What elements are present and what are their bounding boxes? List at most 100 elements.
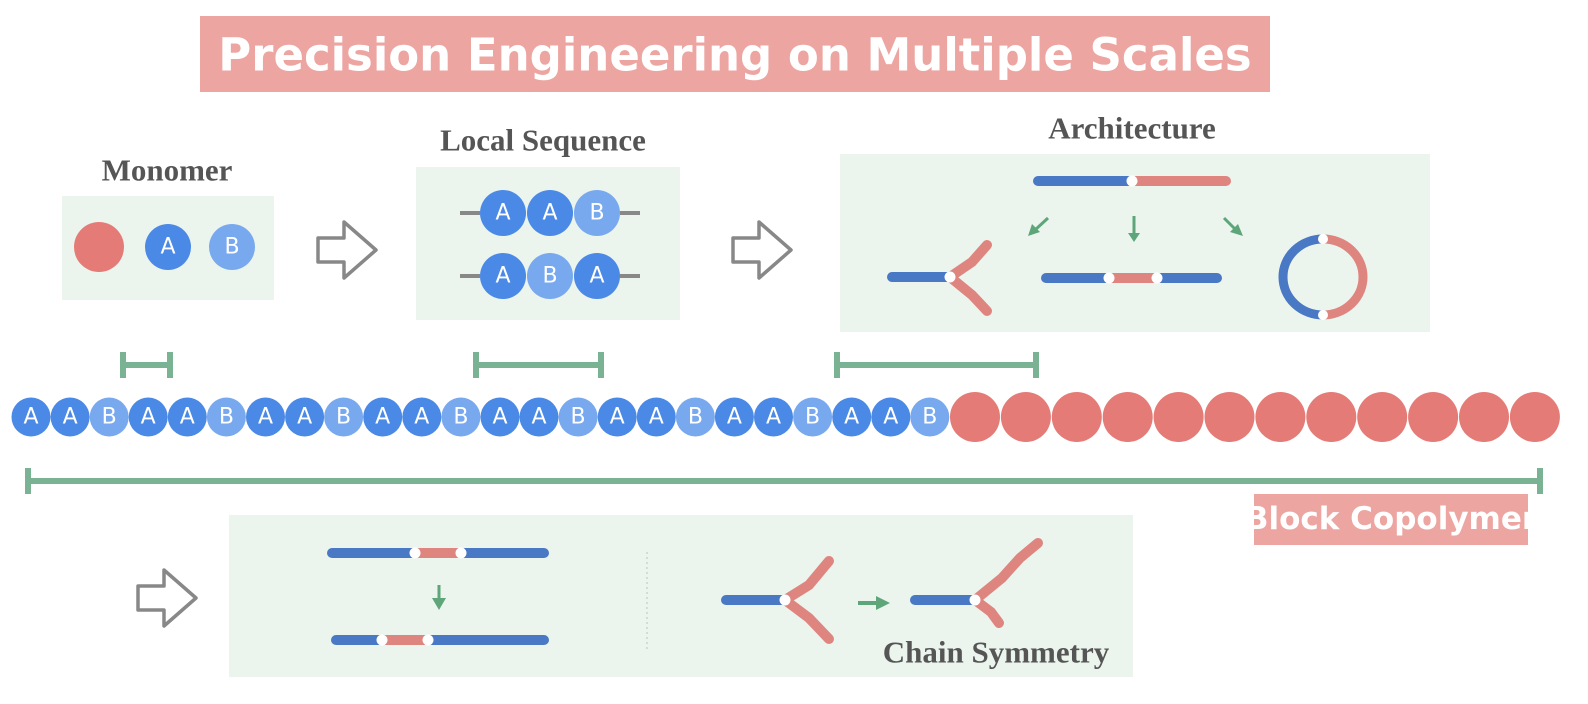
monomer-heading: Monomer — [102, 153, 233, 188]
chain-bead-b — [793, 397, 833, 437]
chain-bead-a — [597, 397, 637, 437]
chain-bead-a — [167, 397, 207, 437]
chain-bead-label: A — [63, 405, 78, 430]
chain-bead-a — [636, 397, 676, 437]
sequence-bead-label: A — [542, 201, 557, 226]
architecture-heading: Architecture — [1048, 111, 1216, 146]
architecture-section: Architecture — [840, 111, 1430, 332]
sequence-bead-label: A — [495, 201, 510, 226]
monomer-section: Monomer A B — [62, 153, 274, 300]
sequence-bead — [527, 253, 573, 299]
title-text: Precision Engineering on Multiple Scales — [218, 29, 1251, 82]
chain-bead-a — [285, 397, 325, 437]
green-arrow-icon — [1028, 216, 1050, 236]
chain-bead-red — [1204, 392, 1255, 442]
chain-bead-red — [1153, 392, 1204, 442]
chain-bead-a — [480, 397, 520, 437]
chain-bead-label: A — [23, 405, 38, 430]
sequence-bead — [527, 190, 573, 236]
chain-bead-label: B — [219, 405, 234, 430]
chain-bead-label: A — [844, 405, 859, 430]
chain-bead-b — [441, 397, 481, 437]
sequence-bead-label: A — [589, 264, 604, 289]
local-sequence-section: Local Sequence A A B A B A — [416, 123, 680, 320]
chain-bead-b — [89, 397, 129, 437]
hollow-right-arrow-icon — [316, 220, 378, 280]
chain-bead-label: A — [297, 405, 312, 430]
block-copolymer-text: Block Copolymer — [1245, 501, 1538, 537]
chain-bead-red — [1000, 392, 1051, 442]
chain-bead-a — [246, 397, 285, 437]
triblock-chain — [1041, 272, 1222, 284]
scale-bracket-icon — [473, 352, 604, 378]
chain-bead-a — [714, 397, 754, 437]
chain-bead-b — [675, 397, 715, 437]
chain-bead-label: A — [414, 405, 429, 430]
linear-diblock-chain — [1033, 175, 1231, 187]
monomer-a-label: A — [160, 235, 175, 260]
sequence-row-1: A A B — [460, 190, 640, 236]
green-arrow-icon — [432, 585, 446, 610]
local-sequence-heading: Local Sequence — [440, 123, 646, 158]
chain-bead-a — [754, 397, 793, 437]
green-arrow-icon — [1222, 216, 1243, 236]
chain-bead-red — [1509, 392, 1560, 442]
chain-bead-label: A — [610, 405, 625, 430]
chain-bead-a — [11, 397, 51, 437]
chain-bead-b — [206, 397, 246, 437]
chain-bead-label: B — [571, 405, 586, 430]
chain-bead-b — [324, 397, 364, 437]
chain-symmetry-section: Chain Symmetry — [229, 515, 1133, 677]
chain-bead-label: A — [258, 405, 273, 430]
chain-bead-red — [1306, 392, 1357, 442]
title-banner-bg — [200, 16, 1270, 92]
chain-bead-label: B — [336, 405, 351, 430]
chain-bead-red — [1102, 392, 1153, 442]
chain-bead-label: B — [688, 405, 703, 430]
red-monomer-bead — [74, 222, 124, 272]
scale-bracket-icon — [25, 468, 1543, 494]
chain-bead-label: B — [453, 405, 468, 430]
block-copolymer-label-bg — [1254, 494, 1528, 545]
sequence-bead — [480, 190, 526, 236]
y-shaped-chain — [887, 240, 992, 316]
scale-bracket-icon — [834, 352, 1039, 378]
chain-bead-label: A — [492, 405, 507, 430]
chain-bead-a — [871, 397, 911, 437]
chain-bead-a — [50, 397, 90, 437]
chain-bead-b — [558, 397, 598, 437]
symmetric-triblock-chain — [331, 634, 549, 646]
sequence-bead — [574, 253, 620, 299]
block-copolymer-label: Block Copolymer — [1245, 494, 1538, 545]
chain-bead-label: B — [805, 405, 820, 430]
chain-bead-red — [1459, 392, 1509, 442]
monomer-b-label: B — [224, 235, 239, 260]
chain-bead-label: A — [375, 405, 390, 430]
chain-bead-red — [1357, 392, 1408, 442]
monomer-a-bead — [145, 224, 191, 270]
ring-chain — [1278, 234, 1368, 320]
chain-bead-label: B — [102, 405, 117, 430]
chain-bead-a — [363, 397, 403, 437]
chain-bead-a — [128, 397, 168, 437]
chain-bead-label: B — [922, 405, 937, 430]
chain-bead-label: A — [883, 405, 898, 430]
sequence-bead — [574, 190, 620, 236]
monomer-b-bead — [209, 224, 255, 270]
sequence-bead — [480, 253, 526, 299]
chain-bead-red — [1408, 392, 1459, 442]
hollow-right-arrow-icon — [731, 220, 793, 280]
chain-bead-red — [1255, 392, 1306, 442]
chain-bead-label: A — [649, 405, 664, 430]
green-arrow-icon — [858, 596, 890, 610]
green-arrow-icon — [1128, 216, 1140, 242]
sequence-bead-label: B — [589, 201, 604, 226]
chain-bead-label: A — [727, 405, 742, 430]
sequence-bead-label: A — [495, 264, 510, 289]
chain-bead-red — [1051, 392, 1102, 442]
hollow-right-arrow-icon — [136, 568, 198, 628]
chain-bead-b — [910, 397, 950, 437]
